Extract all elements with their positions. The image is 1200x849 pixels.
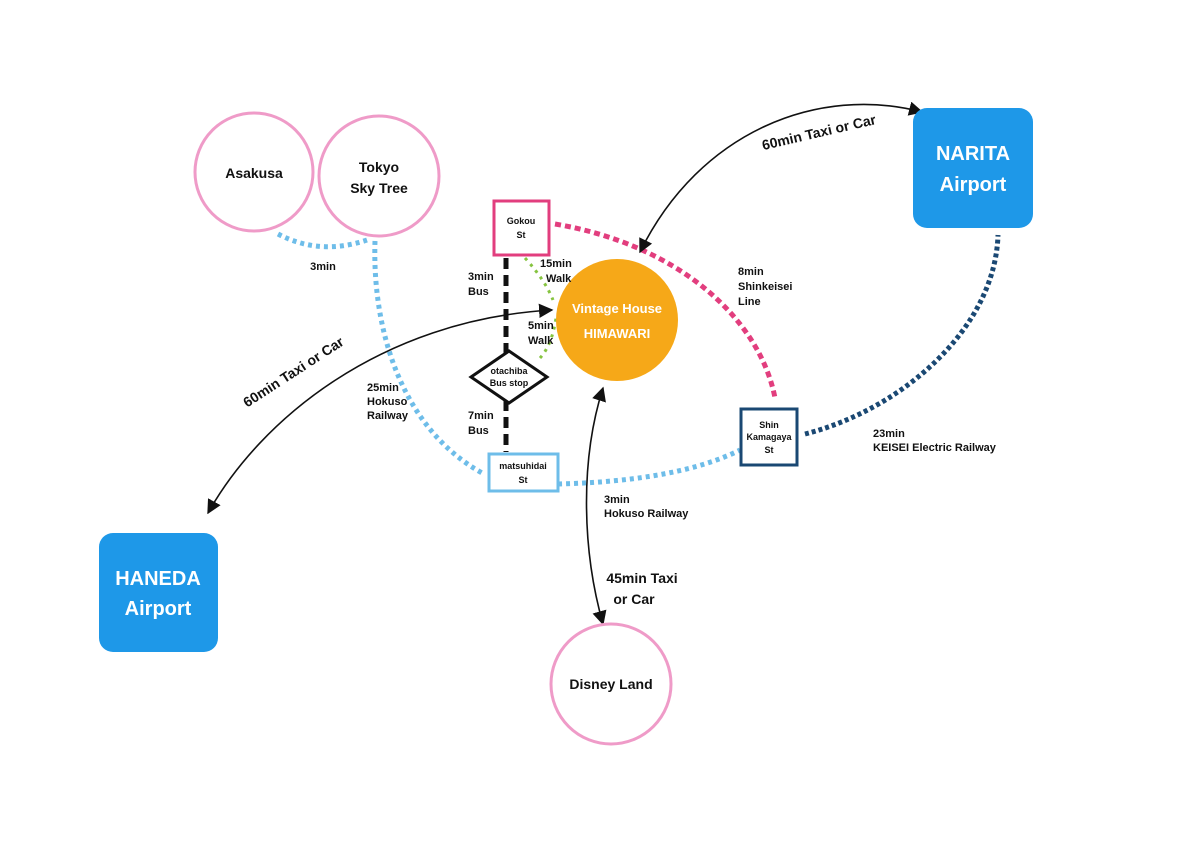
gokou-bus-time: 3min (468, 271, 494, 283)
asakusa-skytree-time: 3min (310, 261, 336, 273)
himawari-circle (556, 259, 678, 381)
gokou-label-line2: St (517, 230, 526, 240)
hokuso-25min-time: 25min (367, 382, 399, 394)
hokuso-railway-line-east (557, 447, 742, 487)
hokuso-25min-line2: Railway (367, 410, 409, 422)
shin-kamagaya-label-line3: St (765, 445, 774, 455)
haneda-label-line2: Airport (125, 598, 192, 620)
haneda-label-line1: HANEDA (115, 568, 201, 590)
gokou-bus-mode: Bus (468, 286, 489, 298)
skytree-label-line2: Sky Tree (350, 180, 408, 196)
skytree-circle (317, 114, 441, 238)
haneda-taxi-label: 60min Taxi or Car (240, 333, 347, 410)
himawari-label-line2: HIMAWARI (584, 326, 650, 341)
disney-taxi-arrow (585, 386, 607, 626)
keisei-line: KEISEI Electric Railway (873, 442, 997, 454)
narita-box (913, 108, 1033, 228)
narita-label-line1: NARITA (936, 143, 1010, 165)
shin-kamagaya-station-box (739, 407, 799, 467)
shin-kamagaya-label-line2: Kamagaya (746, 432, 792, 442)
otachiba-label-line1: otachiba (490, 366, 528, 376)
shinkeisei-line1: Shinkeisei (738, 281, 792, 293)
narita-taxi-label: 60min Taxi or Car (760, 111, 878, 153)
asakusa-skytree-line (276, 231, 368, 250)
hokuso-3min-time: 3min (604, 494, 630, 506)
otachiba-bus-stop-diamond (468, 349, 550, 405)
matsuhidai-label-line1: matsuhidai (499, 461, 547, 471)
shin-kamagaya-label-line1: Shin (759, 420, 779, 430)
narita-label-line2: Airport (940, 174, 1007, 196)
haneda-box (99, 533, 218, 652)
disney-circle (549, 622, 673, 746)
narita-taxi-arrow (639, 101, 924, 254)
disney-label: Disney Land (569, 676, 652, 692)
shinkeisei-time: 8min (738, 266, 764, 278)
gokou-label-line1: Gokou (507, 216, 536, 226)
otachiba-walk-mode: Walk (528, 335, 554, 347)
shinkeisei-line2: Line (738, 296, 761, 308)
disney-taxi-label-line2: or Car (613, 591, 655, 607)
asakusa-circle (193, 111, 315, 233)
matsuhidai-bus-mode: Bus (468, 425, 489, 437)
otachiba-walk-time: 5min (528, 320, 554, 332)
haneda-taxi-arrow (207, 303, 554, 515)
matsuhidai-bus-time: 7min (468, 410, 494, 422)
hokuso-3min-line: Hokuso Railway (604, 508, 689, 520)
keisei-time: 23min (873, 428, 905, 440)
gokou-station-box (492, 199, 551, 257)
asakusa-label: Asakusa (225, 165, 283, 181)
skytree-label-line1: Tokyo (359, 159, 399, 175)
matsuhidai-label-line2: St (519, 475, 528, 485)
gokou-walk-time: 15min (540, 258, 572, 270)
hokuso-25min-line1: Hokuso (367, 396, 408, 408)
himawari-label-line1: Vintage House (572, 301, 662, 316)
otachiba-label-line2: Bus stop (490, 378, 529, 388)
disney-taxi-label-line1: 45min Taxi (606, 570, 677, 586)
matsuhidai-station-box (487, 452, 560, 493)
gokou-walk-mode: Walk (546, 273, 572, 285)
keisei-electric-railway-line (804, 234, 1001, 437)
